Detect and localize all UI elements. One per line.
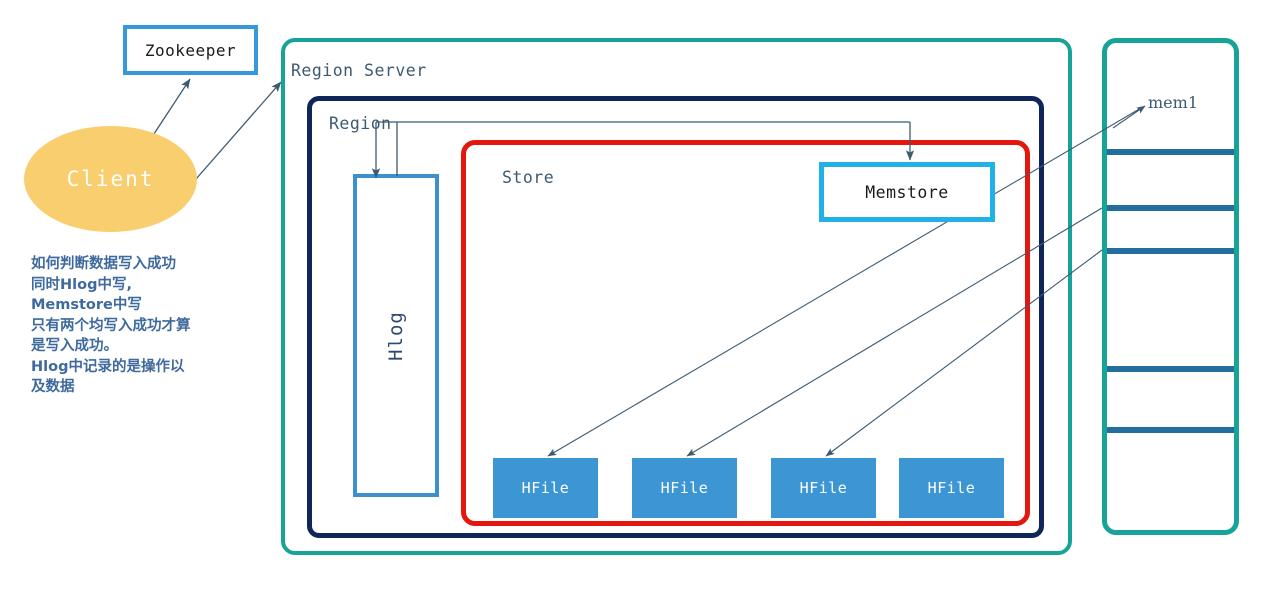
memory-panel-divider (1107, 205, 1234, 211)
hfile-label: HFile (521, 479, 570, 497)
hfile-label: HFile (799, 479, 848, 497)
arrow-client-to-region-server (195, 81, 282, 180)
memory-panel-divider (1107, 248, 1234, 254)
annotation-note: 如何判断数据写入成功 同时Hlog中写, Memstore中写 只有两个均写入成… (31, 256, 191, 396)
region-server-label: Region Server (291, 61, 427, 80)
hfile-box: HFile (771, 458, 876, 518)
store-label: Store (502, 168, 555, 187)
region-label: Region (329, 114, 392, 133)
memory-panel (1102, 38, 1239, 535)
hfile-label: HFile (927, 479, 976, 497)
client-label: Client (66, 167, 155, 191)
arrow-client-to-zookeeper (149, 78, 191, 141)
zookeeper-label: Zookeeper (144, 40, 237, 60)
memstore-box: Memstore (819, 162, 995, 222)
memory-panel-divider (1107, 427, 1234, 433)
memory-panel-divider (1107, 149, 1234, 155)
hlog-label: Hlog (384, 310, 407, 361)
hfile-box: HFile (632, 458, 737, 518)
zookeeper-box: Zookeeper (123, 25, 258, 75)
hfile-label: HFile (660, 479, 709, 497)
mem1-label: mem1 (1148, 93, 1198, 112)
client-ellipse: Client (24, 126, 197, 232)
hfile-box: HFile (493, 458, 598, 518)
hfile-box: HFile (899, 458, 1004, 518)
hlog-box: Hlog (353, 174, 439, 497)
memstore-label: Memstore (865, 182, 949, 202)
memory-panel-divider (1107, 366, 1234, 372)
